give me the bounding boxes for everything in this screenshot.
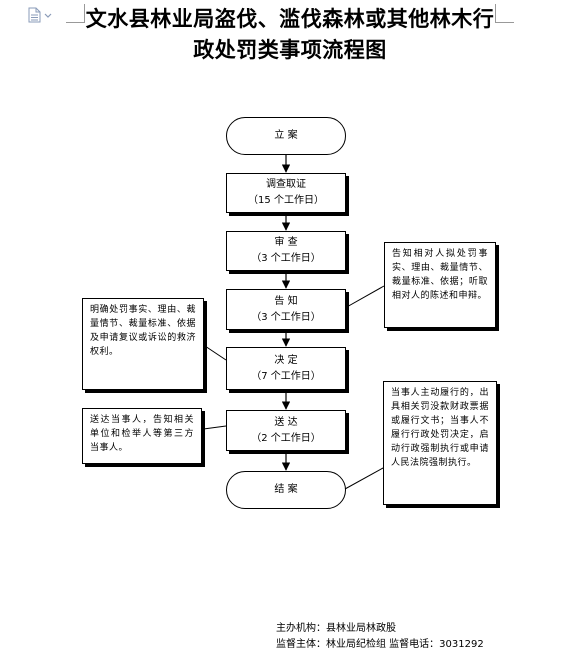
note-link	[344, 285, 385, 309]
page-corner-mark	[66, 4, 85, 23]
deliver-note: 送达当事人，告知相关单位和检举人等第三方当事人。	[82, 408, 202, 464]
footer-organizer: 主办机构：县林业局林政股	[276, 623, 396, 634]
end-note: 当事人主动履行的，出具相关罚没款财政票据或履行文书；当事人不履行行政处罚决定，启…	[383, 381, 497, 505]
node-label: 结 案	[274, 484, 298, 495]
flow-notify-node: 告 知 （3 个工作日）	[226, 289, 346, 330]
node-label: 调查取证	[266, 179, 306, 190]
node-duration: （7 个工作日）	[251, 370, 321, 382]
node-label: 审 查	[274, 237, 298, 248]
footer-supervision: 监督主体：林业局纪检组 监督电话：3031292	[276, 639, 484, 650]
node-duration: （3 个工作日）	[251, 253, 321, 264]
flow-decide-node: 决 定 （7 个工作日）	[226, 347, 346, 390]
title-line: 政处罚类事项流程图	[193, 38, 387, 62]
note-link	[201, 343, 227, 361]
node-duration: （2 个工作日）	[251, 432, 321, 444]
flow-start-node: 立 案	[226, 117, 346, 155]
node-label: 送 达	[274, 416, 298, 428]
node-label: 决 定	[274, 354, 298, 366]
page-title: 文水县林业局盗伐、滥伐森林或其他林木行 政处罚类事项流程图	[70, 4, 510, 66]
document-icon	[27, 7, 57, 23]
note-link	[344, 467, 384, 490]
decide-note: 明确处罚事实、理由、裁量情节、裁量标准、依据及申请复议或诉讼的救济权利。	[82, 298, 204, 390]
page-corner-mark	[495, 4, 514, 23]
node-duration: （15 个工作日）	[248, 195, 324, 206]
flow-review-node: 审 查 （3 个工作日）	[226, 231, 346, 271]
title-line: 文水县林业局盗伐、滥伐森林或其他林木行	[85, 7, 495, 31]
node-label: 告 知	[274, 295, 298, 307]
node-label: 立 案	[274, 130, 298, 141]
flow-investigate-node: 调查取证 （15 个工作日）	[226, 173, 346, 213]
flow-end-node: 结 案	[226, 471, 346, 509]
notify-note: 告知相对人拟处罚事实、理由、裁量情节、裁量标准、依据；听取相对人的陈述和申辩。	[384, 242, 496, 328]
flow-deliver-node: 送 达 （2 个工作日）	[226, 410, 346, 451]
node-duration: （3 个工作日）	[251, 311, 321, 323]
